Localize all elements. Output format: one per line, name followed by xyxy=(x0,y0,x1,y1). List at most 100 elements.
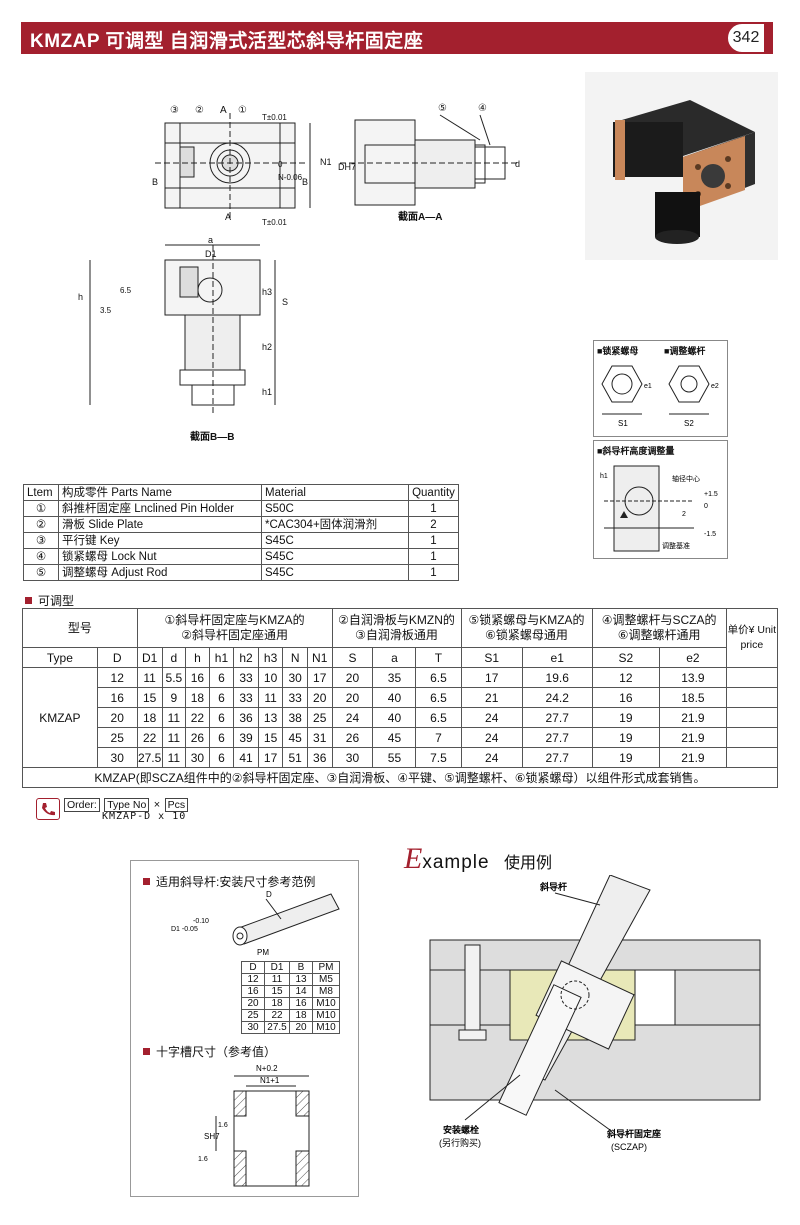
spec-cell: 6 xyxy=(208,727,235,748)
spec-cell: 38 xyxy=(282,707,308,728)
spec-cell: 20 xyxy=(96,707,138,728)
spec-cell: 16 xyxy=(591,687,661,708)
spec-cell: 17 xyxy=(306,667,333,688)
section-bullet xyxy=(25,597,32,604)
order-label: Order: xyxy=(64,798,100,812)
dim-slot-r2: 1.6 xyxy=(198,1156,208,1163)
spec-cell: 27.7 xyxy=(521,707,593,728)
spec-cell: 20 xyxy=(331,667,374,688)
parts-cell: 锁紧螺母 Lock Nut xyxy=(58,548,262,565)
height-adjust-drawing: 轴径中心 +1.5 0 -1.5 调整基准 h1 2 xyxy=(600,465,718,552)
label-bolt: 安装螺栓 xyxy=(443,1124,479,1135)
parts-cell: S45C xyxy=(261,532,409,549)
ref-cell: 18 xyxy=(289,1009,313,1022)
spec-cell: 13 xyxy=(257,707,284,728)
spec-cell: 18.5 xyxy=(659,687,727,708)
spec-cell: 13.9 xyxy=(659,667,727,688)
ref-title-1: 适用斜导杆:安装尺寸参考范例 xyxy=(143,873,315,890)
spec-cell: 26 xyxy=(185,727,210,748)
ref-cell: 16 xyxy=(241,985,265,998)
spec-cell: 21.9 xyxy=(659,747,727,768)
group1-line2: ②斜导杆固定座通用 xyxy=(181,628,288,642)
spec-cell: 19 xyxy=(591,707,661,728)
dim-6-5: 6.5 xyxy=(120,286,132,295)
ref-header: D xyxy=(241,961,265,974)
example-title: Example 使用例 xyxy=(404,842,552,876)
spec-cell: 10 xyxy=(257,667,284,688)
spec-cell: 25 xyxy=(306,707,333,728)
spec-cell: 24 xyxy=(331,707,374,728)
parts-cell: ③ xyxy=(23,532,59,549)
dim-pin-d: D xyxy=(266,890,272,899)
spec-cell: 31 xyxy=(306,727,333,748)
label-two: 2 xyxy=(682,511,686,518)
label-inclined-pin: 斜导杆 xyxy=(539,881,567,892)
ref-cell: 30 xyxy=(241,1021,265,1034)
spec-cell: 51 xyxy=(282,747,308,768)
col-header: d xyxy=(161,647,187,668)
page-number: 342 xyxy=(726,22,766,54)
parts-cell: ④ xyxy=(23,548,59,565)
ref-cell: 11 xyxy=(264,973,290,986)
spec-cell: 6 xyxy=(208,747,235,768)
ref-cell: M10 xyxy=(312,1009,340,1022)
spec-cell: 19 xyxy=(591,727,661,748)
spec-cell: 20 xyxy=(306,687,333,708)
example-title-cn: 使用例 xyxy=(504,855,553,872)
ref-header: D1 xyxy=(264,961,290,974)
dim-t-top: T±0.01 xyxy=(262,113,287,122)
spec-cell: 26 xyxy=(331,727,374,748)
dim-dh7: DH7 xyxy=(338,162,356,172)
spec-cell: 39 xyxy=(233,727,259,748)
ref-cell: M5 xyxy=(312,973,340,986)
spec-cell: 17 xyxy=(460,667,523,688)
spec-cell: 17 xyxy=(257,747,284,768)
spec-cell: 41 xyxy=(233,747,259,768)
col-header: Type xyxy=(22,647,98,668)
parts-cell: ⑤ xyxy=(23,564,59,581)
label-holder-sub: (SCZAP) xyxy=(611,1142,647,1152)
section-label: 可调型 xyxy=(25,592,74,609)
col-header: h xyxy=(185,647,210,668)
mark-a: A xyxy=(225,212,231,222)
spec-cell: 24.2 xyxy=(521,687,593,708)
spec-cell: 5.5 xyxy=(161,667,187,688)
group2-line1: ②自润滑板与KMZN的 xyxy=(338,613,455,627)
ref-title-1-text: 适用斜导杆:安装尺寸参考范例 xyxy=(156,875,316,889)
spec-cell: 11 xyxy=(161,707,187,728)
col-header: S2 xyxy=(591,647,661,668)
spec-cell: 25 xyxy=(96,727,138,748)
col-header: h2 xyxy=(233,647,259,668)
ref-cell: 25 xyxy=(241,1009,265,1022)
spec-cell: 6.5 xyxy=(415,667,462,688)
parts-header-quantity: Quantity xyxy=(408,484,459,501)
dim-pin-tol: -0.10 xyxy=(193,918,209,925)
spec-note-row: KMZAP(即SCZA组件中的②斜导杆固定座、③自润滑板、④平键、⑤调整螺杆、⑥… xyxy=(22,767,778,788)
spec-cell: 18 xyxy=(185,687,210,708)
parts-cell: 1 xyxy=(408,500,459,517)
parts-cell: S45C xyxy=(261,564,409,581)
spec-header-row-2: Type D D1 d h h1 h2 h3 N N1 S a T S1 e1 … xyxy=(22,647,778,668)
dim-slot-n: N+0.2 xyxy=(256,1064,278,1073)
pcs-label: Pcs xyxy=(164,798,189,812)
spec-cell: 27.7 xyxy=(521,747,593,768)
price-cell xyxy=(725,687,779,708)
spec-cell: 45 xyxy=(282,727,308,748)
spec-cell: 36 xyxy=(233,707,259,728)
parts-cell: 平行键 Key xyxy=(58,532,262,549)
callout-a: A xyxy=(220,105,227,116)
ref-cell: 16 xyxy=(289,997,313,1010)
spec-cell: 20 xyxy=(331,687,374,708)
order-format: Order: Type No × Pcs xyxy=(64,795,189,813)
ref-cell: 18 xyxy=(264,997,290,1010)
ref-cell: 14 xyxy=(289,985,313,998)
parts-header-material: Material xyxy=(261,484,409,501)
col-header: e1 xyxy=(521,647,593,668)
spec-cell: 30 xyxy=(331,747,374,768)
